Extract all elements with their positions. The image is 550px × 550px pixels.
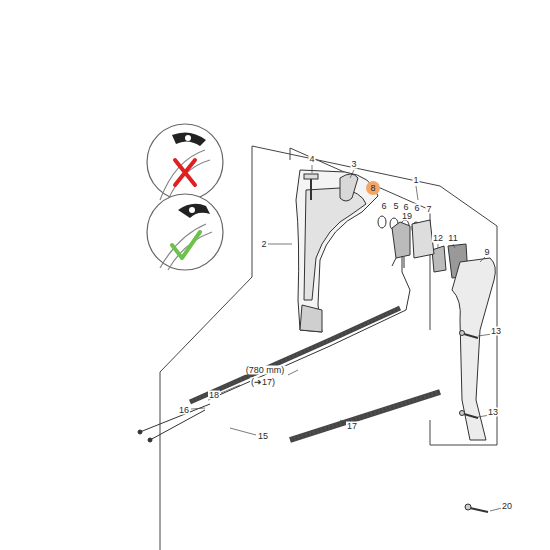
callout-number: 5	[392, 202, 399, 211]
callout-number: 7	[425, 205, 432, 214]
callout-number: 16	[178, 406, 190, 415]
cables	[138, 256, 440, 442]
handle-half	[296, 170, 378, 332]
callout-number: 13	[490, 327, 502, 336]
callout-number: 2	[260, 240, 267, 249]
group-frame	[160, 146, 497, 550]
screws	[460, 331, 489, 513]
leader-lines	[191, 165, 502, 511]
dimension-label: (780 mm)	[245, 366, 286, 375]
callout-number: 9	[483, 248, 490, 257]
screw-4	[304, 174, 318, 200]
reference-label: (➔17)	[250, 378, 276, 387]
callout-number: 18	[208, 391, 220, 400]
callout-number: 12	[432, 234, 444, 243]
callout-number: 3	[350, 160, 357, 169]
callout-number: 20	[501, 502, 513, 511]
callout-number: 19	[401, 212, 413, 221]
callout-number: 15	[257, 432, 269, 441]
highlight-circle	[366, 181, 380, 195]
callout-number: 6	[380, 202, 387, 211]
callout-number: 1	[412, 176, 419, 185]
assembly-19	[392, 220, 434, 268]
callout-number: 11	[447, 234, 458, 243]
callout-number: 8	[369, 184, 376, 193]
inset-wrong	[147, 124, 223, 200]
callout-number: 17	[346, 422, 358, 431]
inset-right	[147, 194, 223, 270]
callout-number: 6	[402, 203, 409, 212]
callout-number: 13	[487, 408, 499, 417]
switch-3	[340, 174, 358, 201]
callout-number: 6	[413, 204, 420, 213]
callout-number: 4	[308, 155, 315, 164]
